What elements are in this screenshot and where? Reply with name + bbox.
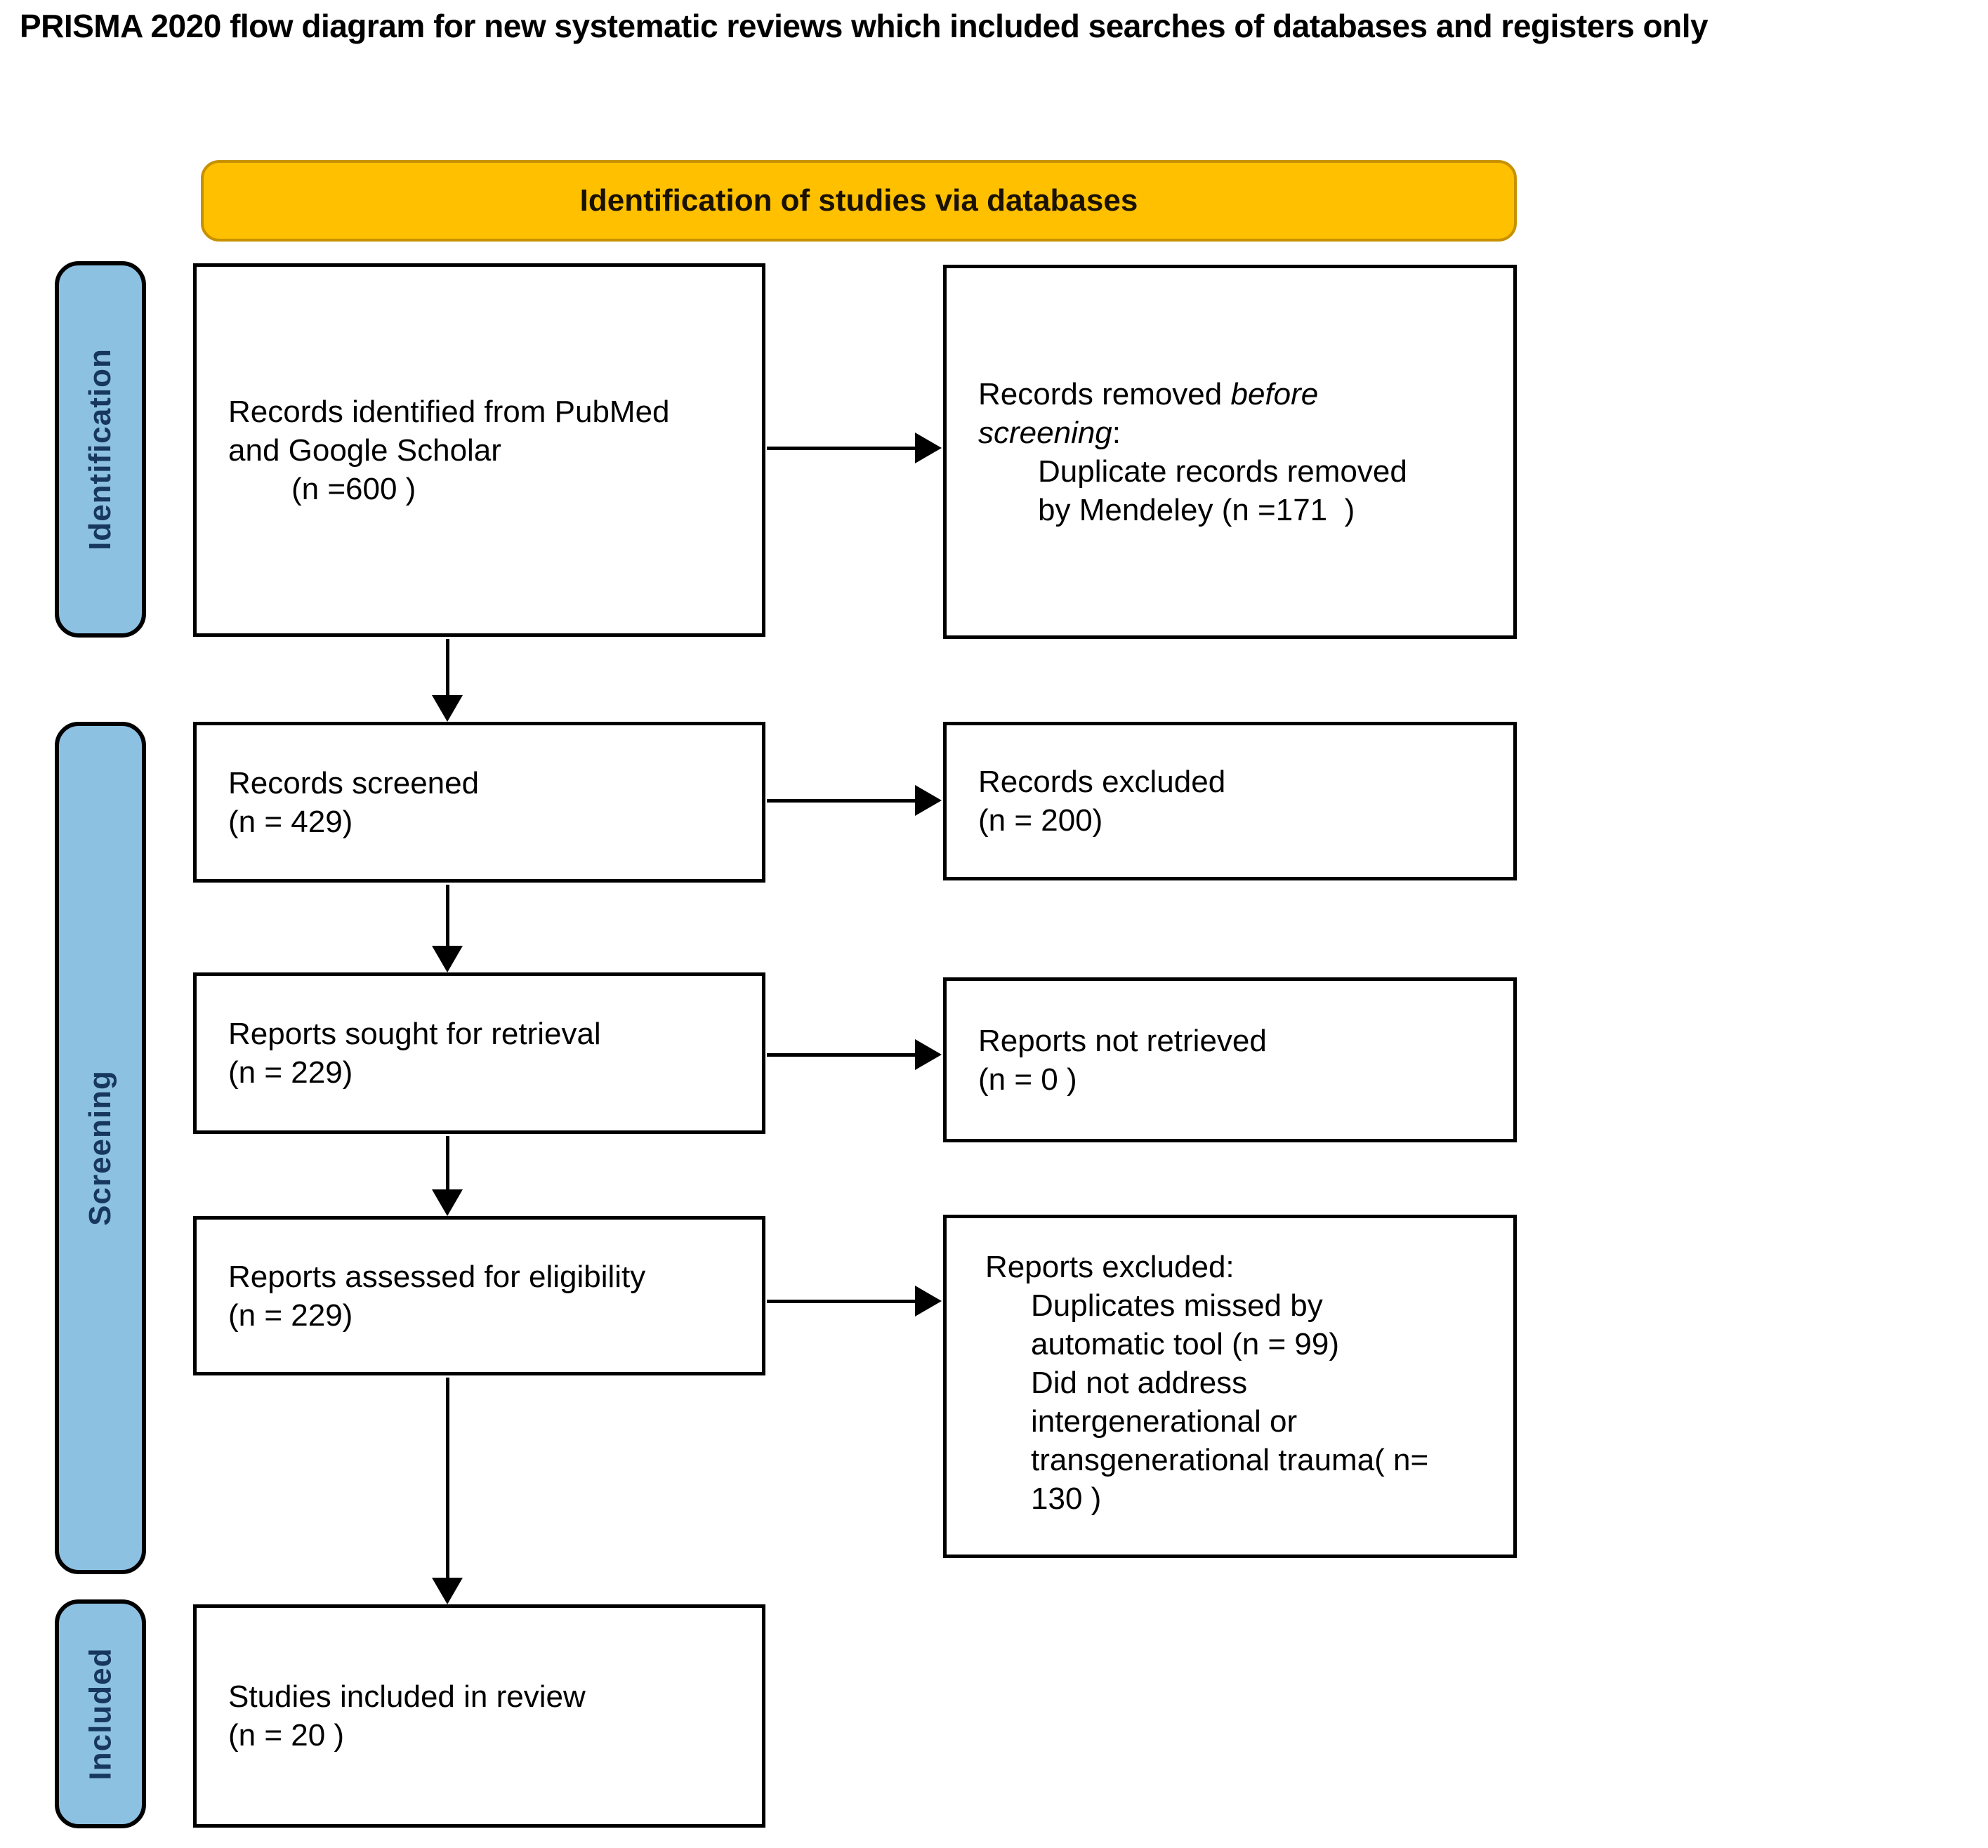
stage-screening-text: Screening — [83, 1070, 117, 1226]
arrow-down-icon — [432, 946, 463, 972]
arrow-screened-to-sought — [432, 885, 463, 972]
records-excluded-text: Records excluded — [978, 765, 1226, 799]
arrow-assessed-to-reports-excluded — [767, 1286, 942, 1316]
reports-excluded-heading: Reports excluded: — [985, 1250, 1235, 1284]
reports-assessed-count: (n = 229) — [228, 1298, 353, 1333]
records-screened-count: (n = 429) — [228, 804, 353, 839]
records-removed-italic: before screening — [978, 376, 1327, 450]
box-records-removed-before-screening: Records removed before screening: Duplic… — [943, 265, 1517, 639]
records-removed-heading: Records removed before screening: — [978, 375, 1414, 452]
box-studies-included: Studies included in review (n = 20 ) — [193, 1604, 765, 1828]
arrow-down-icon — [432, 1578, 463, 1604]
reports-sought-text: Reports sought for retrieval — [228, 1017, 601, 1051]
arrow-sought-to-not-retrieved — [767, 1039, 942, 1070]
arrow-down-icon — [432, 1189, 463, 1216]
reports-excluded-reason-1: Duplicates missed by automatic tool (n =… — [1031, 1288, 1340, 1361]
stage-label-screening: Screening — [55, 722, 146, 1574]
arrow-right-icon — [915, 1286, 942, 1316]
studies-included-count: (n = 20 ) — [228, 1718, 345, 1753]
arrow-right-icon — [915, 1039, 942, 1070]
arrow-right-icon — [915, 433, 942, 463]
arrow-shaft — [767, 1053, 918, 1057]
stage-identification-text: Identification — [83, 348, 117, 550]
arrow-identified-to-screened — [432, 639, 463, 722]
reports-sought-count: (n = 229) — [228, 1055, 353, 1090]
banner-label: Identification of studies via databases — [579, 183, 1138, 218]
box-reports-not-retrieved: Reports not retrieved (n = 0 ) — [943, 977, 1517, 1142]
stage-label-identification: Identification — [55, 261, 146, 638]
banner-identification-via-databases: Identification of studies via databases — [201, 160, 1517, 242]
box-reports-assessed: Reports assessed for eligibility (n = 22… — [193, 1216, 765, 1375]
arrow-sought-to-assessed — [432, 1136, 463, 1216]
reports-not-retrieved-text: Reports not retrieved — [978, 1023, 1267, 1058]
arrow-shaft — [767, 799, 918, 803]
arrow-assessed-to-included — [432, 1378, 463, 1604]
records-removed-suffix: : — [1112, 415, 1121, 450]
arrow-screened-to-excluded — [767, 785, 942, 816]
arrow-shaft — [446, 1136, 449, 1194]
box-reports-excluded: Reports excluded: Duplicates missed by a… — [943, 1215, 1517, 1558]
arrow-shaft — [446, 639, 449, 699]
records-identified-count: (n =600 ) — [291, 471, 416, 506]
box-records-excluded: Records excluded (n = 200) — [943, 722, 1517, 880]
records-excluded-count: (n = 200) — [978, 803, 1103, 838]
box-reports-sought: Reports sought for retrieval (n = 229) — [193, 972, 765, 1134]
stage-label-included: Included — [55, 1599, 146, 1828]
reports-not-retrieved-count: (n = 0 ) — [978, 1062, 1077, 1097]
records-removed-prefix: Records removed — [978, 376, 1231, 411]
arrow-shaft — [446, 885, 449, 950]
arrow-identified-to-removed — [767, 433, 942, 463]
arrow-shaft — [767, 1300, 918, 1303]
box-records-screened: Records screened (n = 429) — [193, 722, 765, 883]
studies-included-text: Studies included in review — [228, 1679, 586, 1714]
arrow-down-icon — [432, 695, 463, 722]
stage-included-text: Included — [83, 1647, 117, 1781]
page-title: PRISMA 2020 flow diagram for new systema… — [20, 8, 1709, 44]
reports-assessed-text: Reports assessed for eligibility — [228, 1259, 646, 1294]
reports-excluded-reason-2: Did not address intergenerational or tra… — [1031, 1366, 1437, 1516]
arrow-shaft — [446, 1378, 449, 1582]
records-identified-text: Records identified from PubMed and Googl… — [228, 394, 678, 468]
records-removed-detail: Duplicate records removed by Mendeley (n… — [1038, 454, 1416, 527]
arrow-right-icon — [915, 785, 942, 816]
arrow-shaft — [767, 447, 918, 450]
box-records-identified: Records identified from PubMed and Googl… — [193, 263, 765, 637]
records-screened-text: Records screened — [228, 765, 480, 800]
